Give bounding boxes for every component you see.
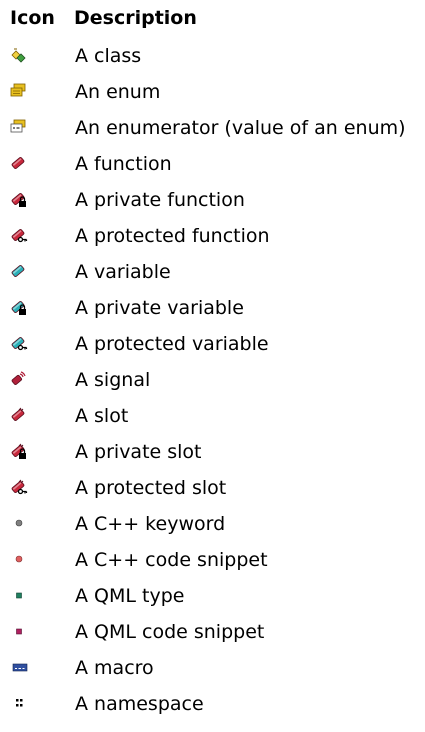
legend-row: A variable	[0, 254, 425, 290]
legend-row: A QML type	[0, 578, 425, 614]
row-description: A protected slot	[75, 477, 227, 499]
legend-row: A private function	[0, 182, 425, 218]
legend-row: A protected function	[0, 218, 425, 254]
row-description: A C++ keyword	[75, 513, 226, 535]
macro-icon	[8, 657, 30, 679]
private-slot-icon	[8, 441, 30, 463]
legend-row: A macro	[0, 650, 425, 686]
row-description: An enumerator (value of an enum)	[75, 117, 406, 139]
variable-icon	[8, 261, 30, 283]
legend-row: An enumerator (value of an enum)	[0, 110, 425, 146]
row-description: A QML type	[75, 585, 185, 607]
signal-icon	[8, 369, 30, 391]
row-description: A private function	[75, 189, 245, 211]
row-description: A private slot	[75, 441, 202, 463]
private-function-icon	[8, 189, 30, 211]
row-description: A macro	[75, 657, 154, 679]
legend-row: A class	[0, 38, 425, 74]
cpp-keyword-icon	[8, 513, 30, 535]
row-description: A variable	[75, 261, 171, 283]
legend-row: A protected variable	[0, 326, 425, 362]
slot-icon	[8, 405, 30, 427]
row-description: A private variable	[75, 297, 244, 319]
class-icon	[8, 45, 30, 67]
legend-row: A C++ code snippet	[0, 542, 425, 578]
qml-type-icon	[8, 585, 30, 607]
legend-row: A private variable	[0, 290, 425, 326]
legend-header: Icon Description	[0, 0, 425, 36]
legend-row: An enum	[0, 74, 425, 110]
legend-row: A QML code snippet	[0, 614, 425, 650]
row-description: A protected variable	[75, 333, 269, 355]
qml-snippet-icon	[8, 621, 30, 643]
description-column-header: Description	[74, 7, 197, 29]
legend-row: A signal	[0, 362, 425, 398]
legend-row: A function	[0, 146, 425, 182]
enumerator-icon	[8, 117, 30, 139]
function-icon	[8, 153, 30, 175]
row-description: A QML code snippet	[75, 621, 265, 643]
icon-column-header: Icon	[10, 7, 55, 29]
protected-variable-icon	[8, 333, 30, 355]
private-variable-icon	[8, 297, 30, 319]
namespace-icon	[8, 693, 30, 715]
legend-row: A namespace	[0, 686, 425, 722]
legend-row: A C++ keyword	[0, 506, 425, 542]
row-description: A protected function	[75, 225, 270, 247]
row-description: An enum	[75, 81, 161, 103]
legend-row: A protected slot	[0, 470, 425, 506]
row-description: A namespace	[75, 693, 204, 715]
legend-row: A private slot	[0, 434, 425, 470]
row-description: A C++ code snippet	[75, 549, 268, 571]
row-description: A slot	[75, 405, 129, 427]
legend-row: A slot	[0, 398, 425, 434]
protected-function-icon	[8, 225, 30, 247]
protected-slot-icon	[8, 477, 30, 499]
row-description: A signal	[75, 369, 151, 391]
row-description: A class	[75, 45, 142, 67]
row-description: A function	[75, 153, 172, 175]
cpp-snippet-icon	[8, 549, 30, 571]
enum-icon	[8, 81, 30, 103]
